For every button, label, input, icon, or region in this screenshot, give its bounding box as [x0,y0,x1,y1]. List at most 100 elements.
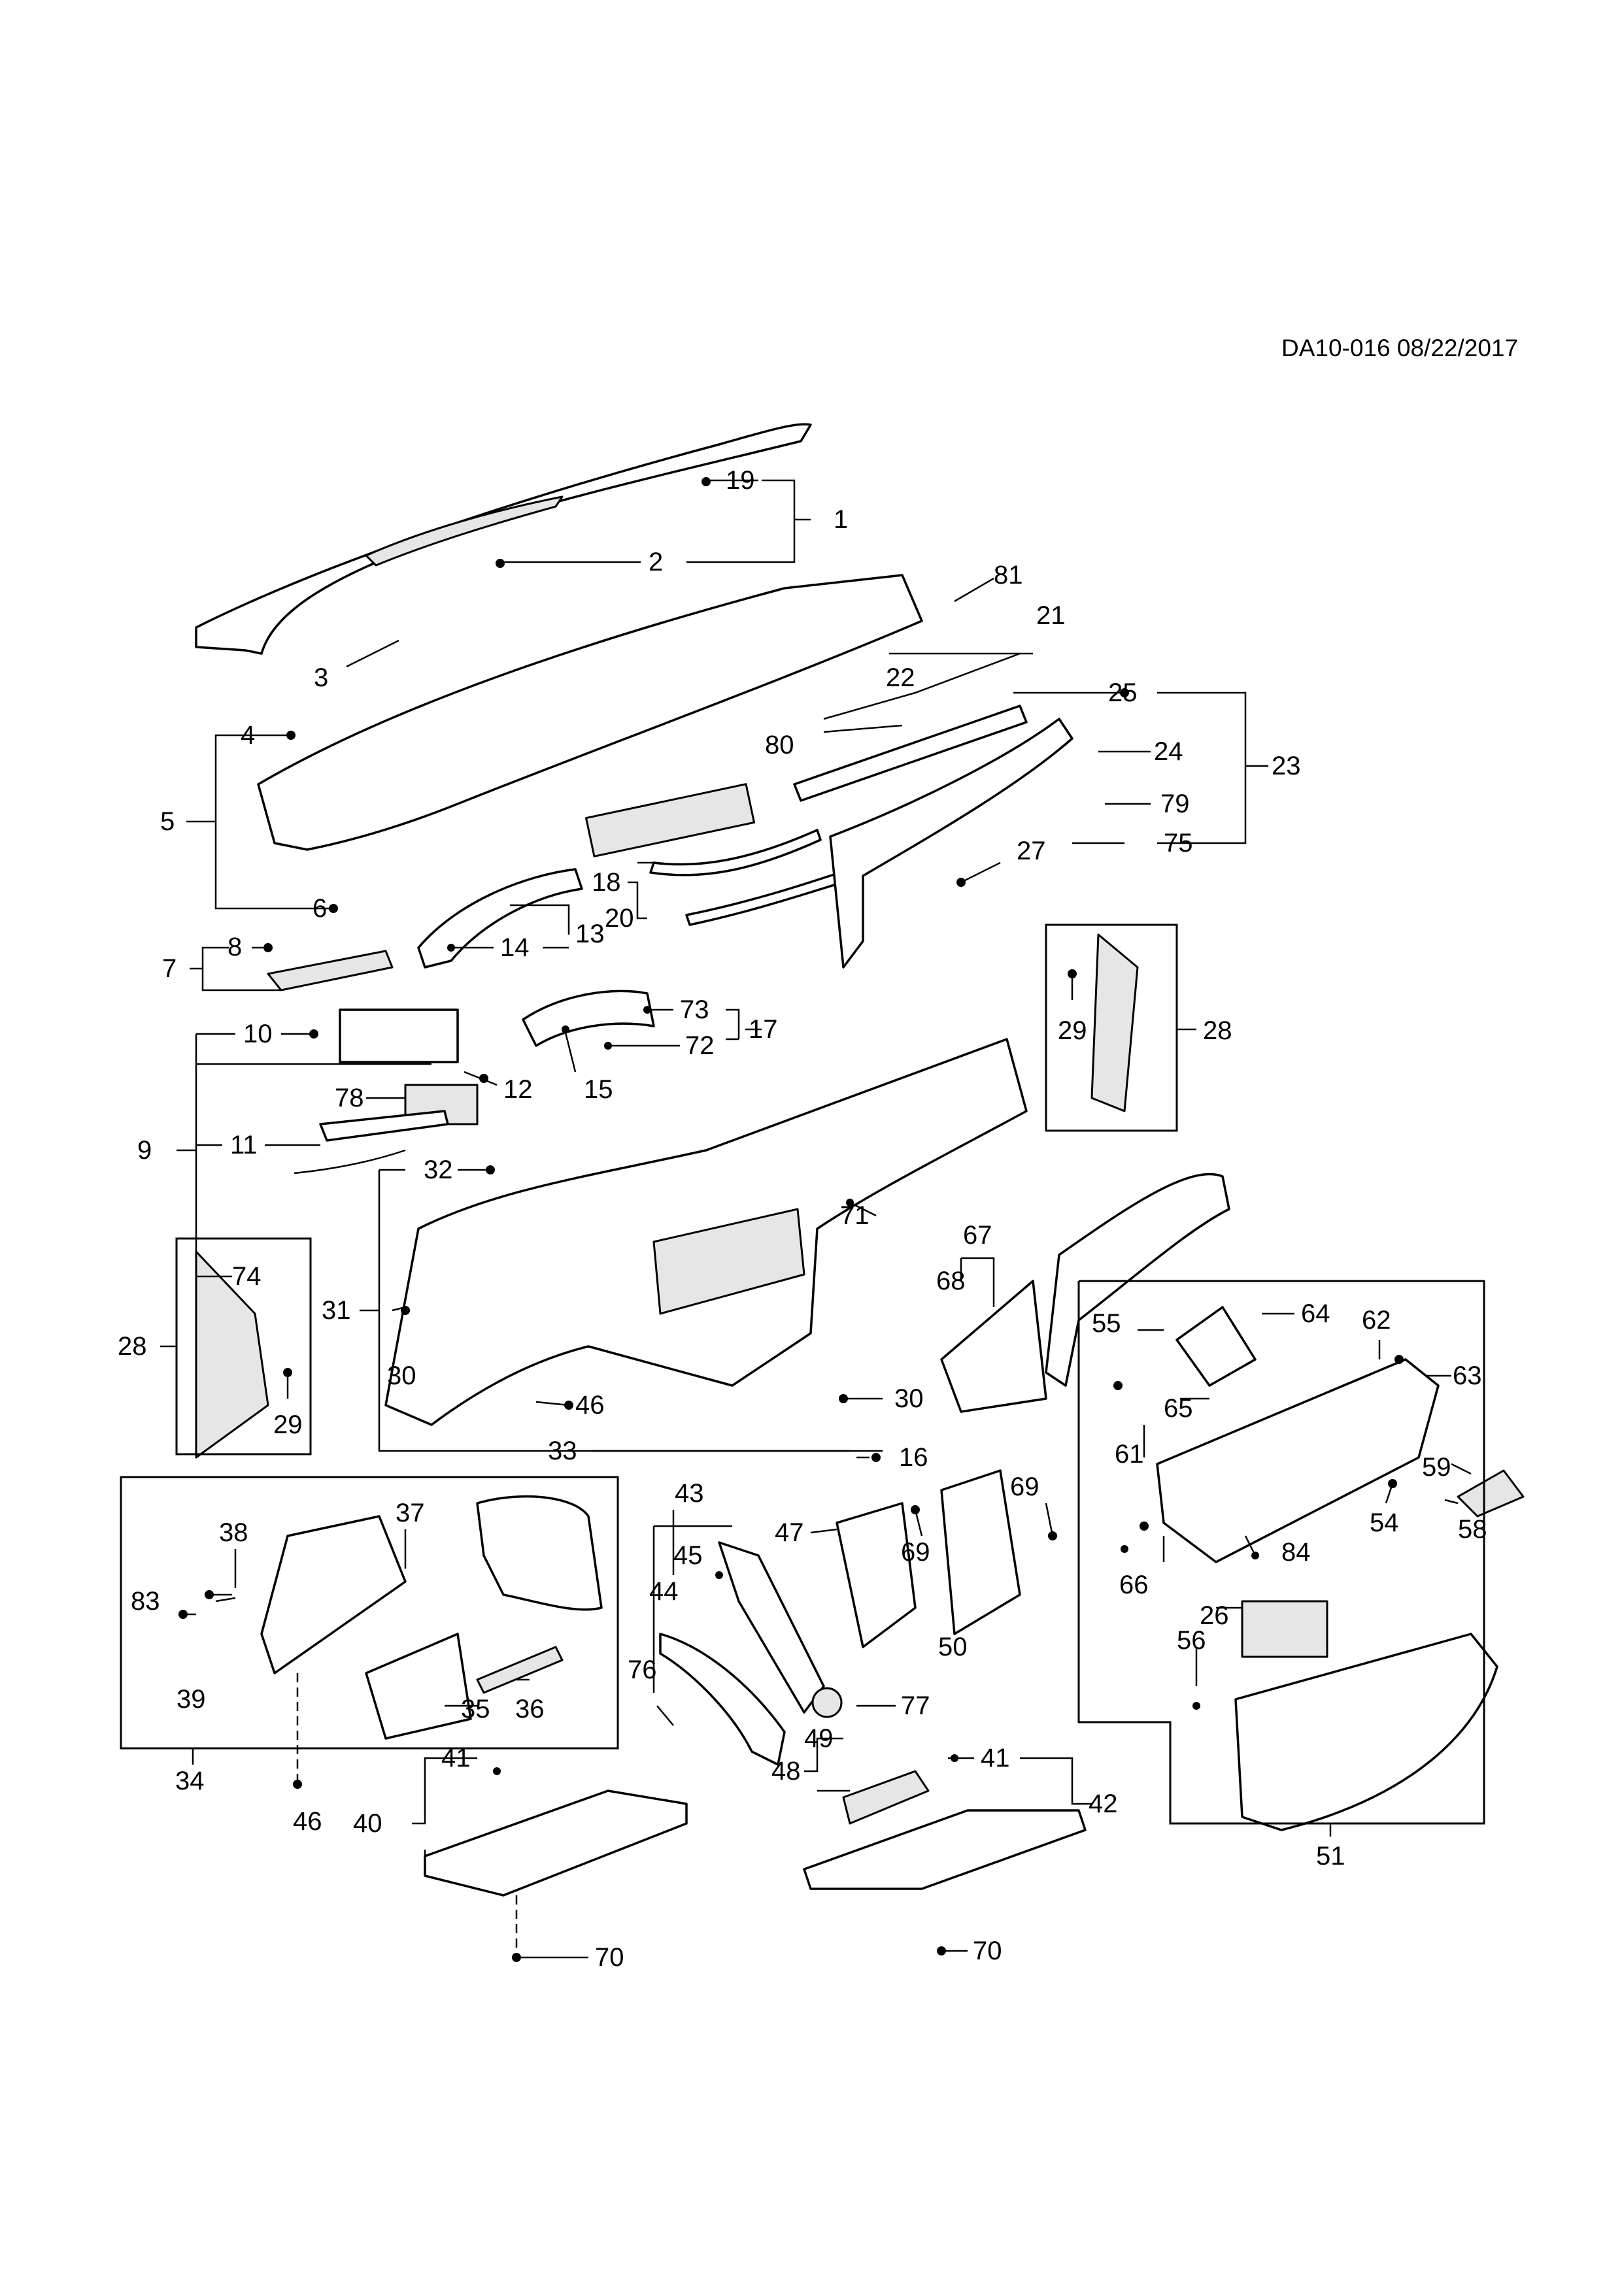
callout-67: 67 [963,1221,992,1250]
callout-9: 9 [137,1136,152,1165]
callout-19: 19 [726,466,755,495]
callout-30a: 30 [387,1361,416,1390]
center-trim-lower [685,868,854,926]
callout-50: 50 [938,1633,968,1661]
callout-41a: 41 [441,1744,471,1772]
callout-74: 74 [232,1262,262,1291]
callout-10: 10 [243,1020,273,1048]
lower-storage-bin [365,1633,472,1740]
console-knob [811,1687,843,1718]
callout-81: 81 [994,561,1023,590]
callout-75: 75 [1164,829,1193,857]
console-side-panel [659,1633,786,1766]
center-vent [584,783,756,857]
callout-39: 39 [177,1685,206,1714]
upper-instrument-panel [257,574,923,851]
right-side-trim-pad [829,718,1073,969]
callout-80: 80 [765,731,794,759]
callout-7: 7 [162,954,177,983]
callout-28b: 28 [118,1332,147,1361]
callout-77: 77 [901,1691,930,1720]
glovebox-frame [1156,1358,1440,1563]
box-right-end-cap [1045,923,1178,1132]
callout-83: 83 [131,1587,160,1616]
callout-29b: 29 [273,1410,303,1439]
callout-26: 26 [1200,1601,1229,1630]
callout-61: 61 [1115,1440,1144,1469]
callout-55: 55 [1092,1309,1121,1338]
glovebox-module [1241,1600,1328,1658]
left-floor-bracket [424,1789,688,1897]
callout-42: 42 [1089,1789,1118,1818]
right-floor-bracket [803,1809,1087,1890]
callout-46b: 46 [293,1807,322,1836]
left-end-cap [195,1250,269,1459]
callout-66: 66 [1119,1571,1149,1599]
center-trim-upper [649,829,822,876]
callout-14: 14 [500,933,530,962]
callout-78: 78 [335,1084,364,1112]
callout-40: 40 [353,1809,382,1838]
lower-column-trim [522,990,655,1047]
callout-62: 62 [1362,1306,1391,1335]
left-vent-trim [319,1110,449,1142]
callout-72: 72 [685,1031,715,1060]
callout-22: 22 [886,663,915,692]
callout-17: 17 [749,1015,778,1044]
callout-70a: 70 [595,1943,624,1972]
callout-8: 8 [228,933,242,961]
callout-43: 43 [675,1479,704,1508]
callout-69b: 69 [1010,1472,1039,1501]
callout-27: 27 [1017,837,1046,865]
callout-36: 36 [515,1695,545,1723]
fasteners [178,477,1404,1962]
callout-69a: 69 [901,1538,930,1567]
callout-63: 63 [1453,1361,1482,1390]
callout-24: 24 [1154,737,1183,766]
callout-25: 25 [1108,678,1138,707]
callout-59: 59 [1422,1453,1451,1482]
sensor-wire [294,1149,406,1174]
callout-56: 56 [1177,1626,1206,1655]
box-knee-bolster [120,1476,619,1750]
callout-4: 4 [241,721,255,750]
center-bracket-right [940,1469,1021,1635]
callout-16: 16 [899,1443,928,1472]
callout-13: 13 [575,920,605,948]
callout-23: 23 [1272,752,1301,780]
glovebox-door [1234,1633,1498,1831]
callout-41b: 41 [981,1744,1010,1772]
callout-3: 3 [314,663,328,692]
callout-11: 11 [230,1131,258,1159]
left-dash-trim [267,950,394,991]
callout-64: 64 [1301,1299,1330,1328]
callout-20: 20 [605,904,634,933]
callout-65: 65 [1164,1394,1193,1423]
callout-44: 44 [649,1577,679,1606]
callout-32: 32 [424,1156,453,1184]
right-lower-side-trim [1045,1173,1230,1387]
callout-18: 18 [592,868,621,897]
callout-35: 35 [461,1695,490,1723]
callout-46a: 46 [575,1391,605,1420]
left-vent-housing [339,1008,459,1063]
callout-48: 48 [771,1757,801,1786]
callout-71: 71 [840,1201,870,1230]
knee-bolster-panel [476,1495,603,1611]
carrier-brace [652,1208,805,1315]
right-end-bracket [940,1280,1047,1413]
callout-37: 37 [396,1499,425,1527]
callout-47: 47 [775,1518,804,1547]
callout-73: 73 [680,995,709,1024]
defroster-grille [365,495,564,567]
callout-49: 49 [804,1724,834,1753]
callout-28a: 28 [1203,1016,1232,1045]
callout-12: 12 [503,1075,533,1104]
lower-trim-strip [476,1646,564,1694]
box-glovebox [1077,1280,1485,1825]
console-trim [842,1770,930,1825]
callout-21: 21 [1036,601,1066,630]
callout-54: 54 [1370,1508,1399,1537]
